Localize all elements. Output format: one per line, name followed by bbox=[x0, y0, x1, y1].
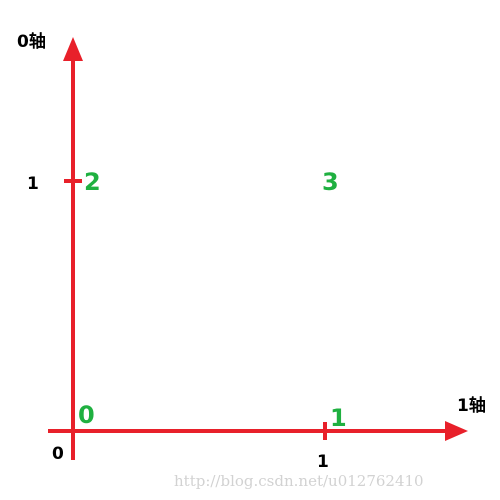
vertical-tick-label: 1 bbox=[27, 174, 39, 194]
vertical-axis-label: 0轴 bbox=[17, 31, 46, 52]
point-label-1: 1 bbox=[330, 404, 347, 432]
point-label-3: 3 bbox=[322, 168, 339, 196]
point-label-0: 0 bbox=[78, 401, 95, 429]
watermark-text: http://blog.csdn.net/u012762410 bbox=[174, 472, 424, 490]
origin-label: 0 bbox=[52, 444, 64, 464]
horizontal-axis-arrowhead bbox=[445, 421, 468, 441]
horizontal-tick-label: 1 bbox=[317, 452, 329, 472]
point-label-2: 2 bbox=[84, 168, 101, 196]
horizontal-axis-label: 1轴 bbox=[457, 395, 486, 416]
vertical-axis-arrowhead bbox=[63, 37, 83, 61]
